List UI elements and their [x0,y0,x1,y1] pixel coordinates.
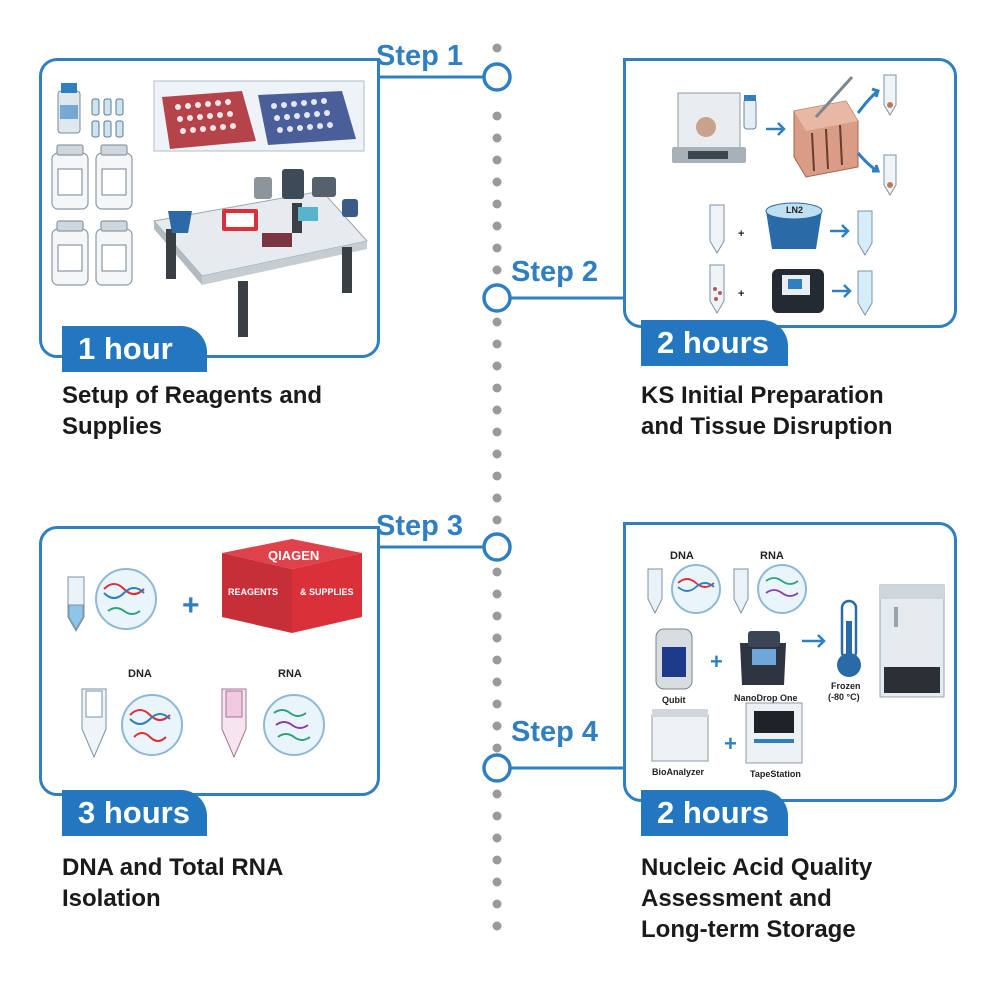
step1-caption-line2: Supplies [62,413,163,440]
ultra-low-freezer-icon [879,584,945,698]
step2-caption-line1: KS Initial Preparation [641,382,884,409]
rna-label: RNA [760,550,784,562]
quality-assessment-illustration: DNA RNA Qubit + NanoDrop One Froz [647,550,945,779]
arrow-icon [832,284,852,298]
frozen-label: Frozen [831,681,861,691]
qubit-fluorometer-icon [655,628,693,690]
step3-caption: DNA and Total RNA Isolation [62,852,382,914]
qiagen-brand-label: QIAGEN [268,548,319,563]
frozen-temp-label: (-80 °C) [828,692,860,702]
step4-caption-line3: Long-term Storage [641,916,856,943]
rna-tube-icon [733,568,749,615]
homogenizer-icon [772,269,824,313]
stock-vial-icon [57,83,81,134]
qiagen-reagent-box-icon: QIAGEN REAGENTS & SUPPLIES [222,539,362,633]
plus-sign: + [182,589,200,622]
tissue-prep-illustration: + LN2 + [672,74,897,316]
lysate-tube-icon [857,270,873,316]
tube-with-tissue-icon [709,204,725,254]
step1-duration-tab: 1 hour [62,326,207,372]
rna-spin-column-icon [221,688,247,759]
step3-label: Step 3 [376,510,464,542]
step4-caption: Nucleic Acid Quality Assessment and Long… [641,852,961,945]
frozen-tube-icon [857,210,873,256]
step3-node [482,532,512,562]
step3-caption-line1: DNA and Total RNA [62,854,284,881]
dna-magnifier-icon [121,694,183,756]
step3-duration-tab: 3 hours [62,790,207,836]
arrow-icon [830,224,850,238]
step2-label: Step 2 [511,256,599,288]
step2-panel: + LN2 + [623,58,957,328]
isolation-illustration: + QIAGEN REAGENTS & SUPPLIES DNA RNA [67,539,362,759]
step1-node [482,62,512,92]
step2-caption: KS Initial Preparation and Tissue Disrup… [641,380,961,442]
step1-caption-line1: Setup of Reagents and [62,382,323,409]
nanodrop-label: NanoDrop One [734,693,798,703]
plus-sign-1: + [738,228,744,240]
curved-arrow-up-icon [856,87,880,114]
nanodrop-spectrophotometer-icon [740,631,786,685]
timeline-dots [492,43,502,931]
ln2-dewar-icon: LN2 [765,202,823,249]
step4-duration-tab: 2 hours [641,790,788,836]
tapestation-label: TapeStation [750,769,801,779]
step1-label: Step 1 [376,40,464,72]
rna-label: RNA [278,668,302,680]
bioanalyzer-label: BioAnalyzer [652,767,705,777]
lab-bench-icon [153,169,368,337]
step4-caption-line1: Nucleic Acid Quality [641,854,873,881]
nucleic-acid-magnifier-icon [95,568,157,630]
step2-node [482,283,512,313]
step4-caption-line2: Assessment and [641,885,832,912]
step4-node [482,753,512,783]
dna-label: DNA [670,550,694,562]
step3-caption-line2: Isolation [62,885,161,912]
dna-label: DNA [128,668,152,680]
curved-arrow-down-icon [856,152,881,173]
arrow-icon [802,634,826,648]
rna-magnifier-icon [757,564,807,614]
plus-sign-2: + [738,288,744,300]
sample-tube-icon [67,576,85,633]
skin-tissue-icon [793,75,859,178]
plus-sign-1: + [710,649,723,674]
step3-panel: + QIAGEN REAGENTS & SUPPLIES DNA RNA [39,526,380,796]
dna-spin-column-icon [81,688,107,759]
thermometer-icon [837,599,861,677]
dna-magnifier-icon [671,564,721,614]
ln2-label: LN2 [786,205,803,215]
step2-caption-line2: and Tissue Disruption [641,413,893,440]
step4-label: Step 4 [511,716,599,748]
tube-racks-icon [153,80,365,152]
setup-illustration [51,80,368,337]
box-supplies-label: & SUPPLIES [300,587,354,597]
arrow-icon [766,122,786,136]
step2-duration-tab: 2 hours [641,320,788,366]
bioanalyzer-icon [651,709,709,762]
reagent-bottles-icon [51,144,133,286]
box-reagents-label: REAGENTS [228,587,278,597]
step1-caption: Setup of Reagents and Supplies [62,380,382,442]
step4-panel: DNA RNA Qubit + NanoDrop One Froz [623,522,957,802]
step1-panel [39,58,380,358]
plus-sign-2: + [724,731,737,756]
microtubes-icon [91,98,124,138]
analytical-balance-icon [672,92,746,163]
rna-magnifier-icon [263,694,325,756]
microcentrifuge-tube-icon [883,74,897,196]
tapestation-icon [745,702,803,764]
sample-tube-icon [743,95,757,130]
dna-tube-icon [647,568,663,615]
qubit-label: Qubit [662,695,686,705]
